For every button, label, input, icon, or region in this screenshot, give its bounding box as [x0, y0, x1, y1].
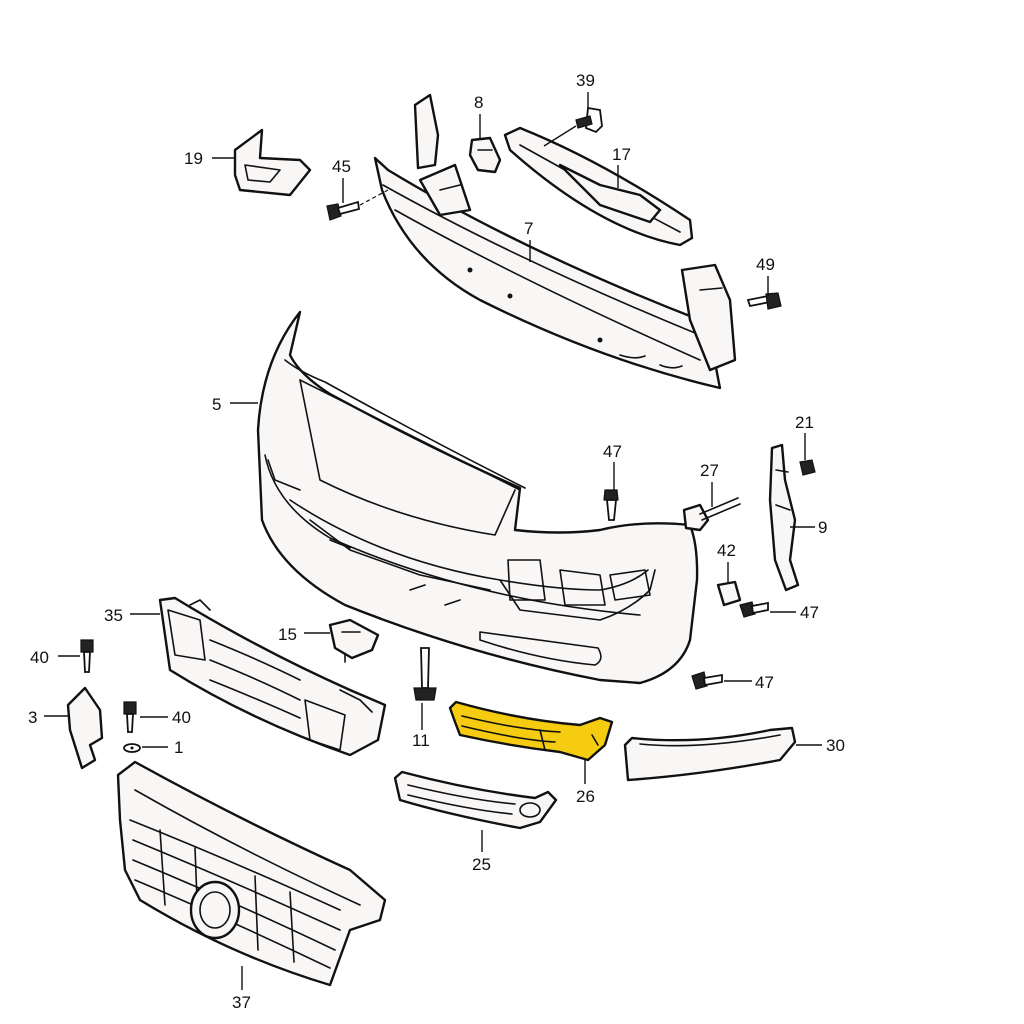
leader-lines [44, 92, 822, 990]
callout-45: 45 [332, 157, 351, 176]
callout-39: 39 [576, 71, 595, 90]
part-11-bolt[interactable] [413, 647, 437, 701]
callout-49: 49 [756, 255, 775, 274]
part-37-main-grille[interactable] [116, 760, 387, 987]
part-19-guide[interactable] [233, 128, 312, 197]
part-1-washer[interactable] [123, 743, 141, 753]
part-25-grille-insert[interactable] [393, 770, 558, 830]
part-7-reinforcement-beam[interactable] [373, 93, 737, 390]
part-30-trim-strip[interactable] [623, 726, 797, 782]
part-8-bracket[interactable] [468, 136, 502, 174]
callout-35: 35 [104, 606, 123, 625]
callout-30: 30 [826, 736, 845, 755]
part-35-lower-grille[interactable] [158, 596, 387, 757]
part-3-bracket[interactable] [66, 686, 104, 770]
callout-42: 42 [717, 541, 736, 560]
part-40a-bolt[interactable] [80, 639, 94, 673]
callout-25: 25 [472, 855, 491, 874]
callout-40-left: 40 [30, 648, 49, 667]
callout-1: 1 [174, 738, 183, 757]
part-26-grille-insert-highlighted[interactable] [448, 700, 614, 762]
part-27-stud[interactable] [682, 497, 741, 532]
callout-15: 15 [278, 625, 297, 644]
part-9-side-bracket[interactable] [768, 443, 800, 592]
callout-21: 21 [795, 413, 814, 432]
callout-9: 9 [818, 518, 827, 537]
part-21-nut[interactable] [799, 459, 816, 476]
part-15-bracket[interactable] [328, 618, 380, 663]
callout-37: 37 [232, 993, 251, 1012]
callout-5: 5 [212, 395, 221, 414]
callout-3: 3 [28, 708, 37, 727]
callout-27: 27 [700, 461, 719, 480]
part-17-energy-absorber[interactable] [503, 126, 694, 247]
callout-47-low: 47 [755, 673, 774, 692]
callout-40-right: 40 [172, 708, 191, 727]
part-47c-bolt[interactable] [691, 671, 723, 690]
part-47b-bolt[interactable] [739, 601, 769, 618]
callout-8: 8 [474, 93, 483, 112]
callout-17: 17 [612, 145, 631, 164]
callout-47-mid: 47 [800, 603, 819, 622]
part-40b-bolt[interactable] [123, 701, 137, 733]
part-47a-bolt[interactable] [603, 489, 619, 521]
part-39-clip[interactable] [543, 106, 603, 147]
part-5-bumper-cover[interactable] [256, 310, 699, 685]
callout-labels: 39 8 17 19 45 7 49 5 21 47 27 9 42 47 35… [28, 71, 845, 1012]
part-45-bolt[interactable] [326, 189, 389, 221]
callout-26: 26 [576, 787, 595, 806]
callout-47-top: 47 [603, 442, 622, 461]
callout-19: 19 [184, 149, 203, 168]
part-49-bolt[interactable] [746, 292, 782, 310]
part-42-clip[interactable] [716, 580, 742, 607]
callout-7: 7 [524, 219, 533, 238]
callout-11: 11 [412, 731, 430, 750]
